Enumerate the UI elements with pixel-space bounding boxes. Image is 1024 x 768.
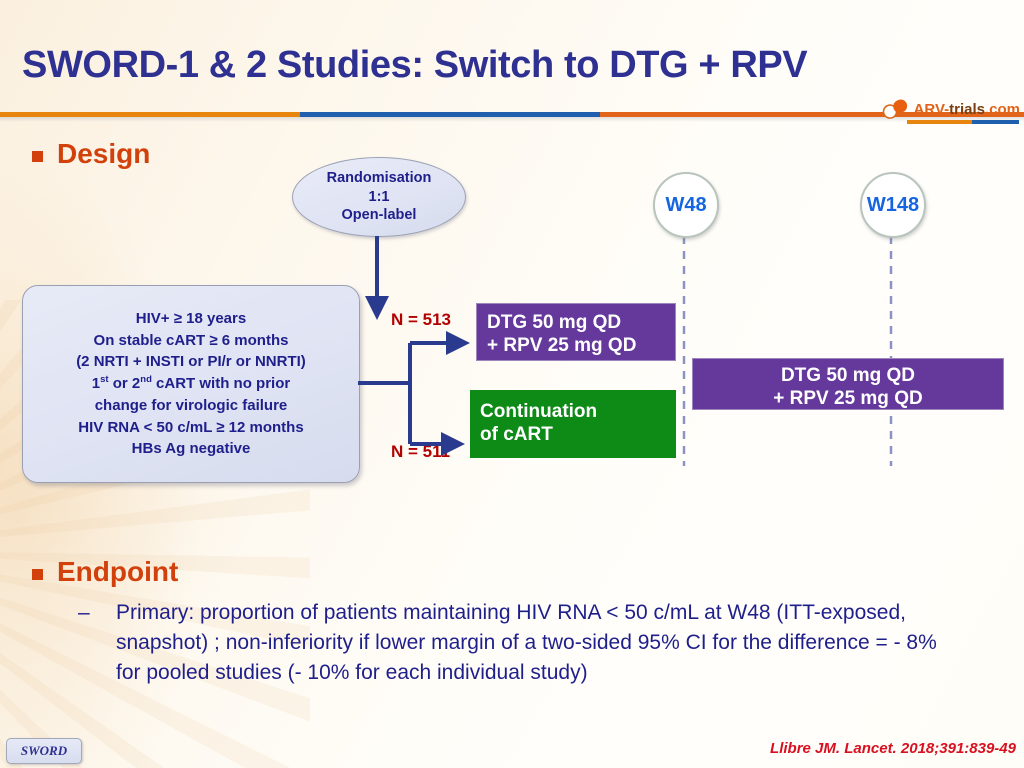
section-heading-endpoint-label: Endpoint (57, 556, 179, 587)
extension-box-dtg-rpv: DTG 50 mg QD + RPV 25 mg QD (692, 358, 1004, 410)
criteria-line-3: (2 NRTI + INSTI or PI/r or NNRTI) (76, 353, 306, 371)
arm-box-continuation-cart: Continuation of cART (470, 390, 676, 458)
divider-segment-orange-left (0, 112, 300, 117)
criteria-line-4-sup1: st (100, 374, 109, 386)
endpoint-dash-marker: – (78, 601, 90, 624)
criteria-line-4-sup2: nd (140, 374, 152, 386)
sample-size-arm1: N = 513 (391, 310, 452, 329)
arm-box-dtg-rpv: DTG 50 mg QD + RPV 25 mg QD (476, 303, 676, 361)
criteria-line-2: On stable cART ≥ 6 months (93, 331, 289, 349)
arm2-line-1: Continuation (480, 401, 598, 422)
randomisation-bubble: Randomisation 1:1 Open-label (292, 157, 466, 237)
citation-reference: Llibre JM. Lancet. 2018;391:839-49 (770, 740, 1016, 757)
criteria-line-4-pre: 1 (91, 375, 101, 393)
sample-size-arm2: N = 511 (391, 442, 451, 461)
randomisation-line-2: 1:1 (368, 188, 390, 205)
timepoint-w48-label: W48 (665, 193, 707, 216)
section-heading-design: Design (32, 138, 150, 170)
logo-text-arv: ARV- (913, 100, 950, 118)
endpoint-text: Primary: proportion of patients maintain… (116, 601, 937, 684)
timepoint-w48: W48 (653, 172, 719, 238)
arm2-line-2: of cART (480, 424, 553, 446)
header-divider (0, 112, 1024, 122)
criteria-line-4-post: cART with no prior (151, 375, 291, 393)
divider-shadow (0, 117, 1024, 122)
timepoint-w148-label: W148 (866, 193, 920, 216)
criteria-line-6: HIV RNA < 50 c/mL ≥ 12 months (78, 418, 304, 436)
extension-line-1: DTG 50 mg QD (780, 365, 916, 386)
section-heading-endpoint: Endpoint (32, 556, 178, 588)
pill-capsule-icon (881, 97, 911, 121)
square-bullet-icon (32, 150, 43, 162)
arm1-line-1: DTG 50 mg QD (487, 312, 622, 333)
endpoint-description: – Primary: proportion of patients mainta… (78, 598, 958, 687)
arv-trials-logo: ARV-trials.com (881, 97, 1020, 124)
divider-segment-orange-right (600, 112, 1024, 117)
page-title: SWORD-1 & 2 Studies: Switch to DTG + RPV (22, 44, 808, 86)
sword-badge[interactable]: SWORD (6, 738, 82, 764)
square-bullet-icon (32, 568, 43, 580)
inclusion-criteria-box: HIV+ ≥ 18 years On stable cART ≥ 6 month… (22, 285, 360, 483)
extension-line-2: + RPV 25 mg QD (773, 388, 923, 410)
sword-badge-label: SWORD (20, 743, 68, 758)
section-heading-design-label: Design (57, 138, 151, 169)
logo-text-com: .com (984, 100, 1020, 118)
randomisation-line-1: Randomisation (326, 170, 432, 187)
criteria-line-7: HBs Ag negative (131, 440, 251, 458)
logo-wordmark: ARV-trials.com (914, 101, 1020, 118)
timepoint-w148: W148 (860, 172, 926, 238)
criteria-line-1: HIV+ ≥ 18 years (135, 309, 247, 327)
divider-segment-blue (300, 112, 600, 117)
randomisation-line-3: Open-label (341, 207, 417, 224)
logo-text-trials: trials (949, 100, 985, 118)
criteria-line-4: 1st or 2nd cART with no prior (92, 373, 290, 395)
criteria-line-5: change for virologic failure (94, 396, 288, 414)
criteria-line-4-mid: or 2 (108, 375, 141, 393)
logo-underbar (906, 120, 1019, 124)
arm1-line-2: + RPV 25 mg QD (487, 335, 637, 357)
